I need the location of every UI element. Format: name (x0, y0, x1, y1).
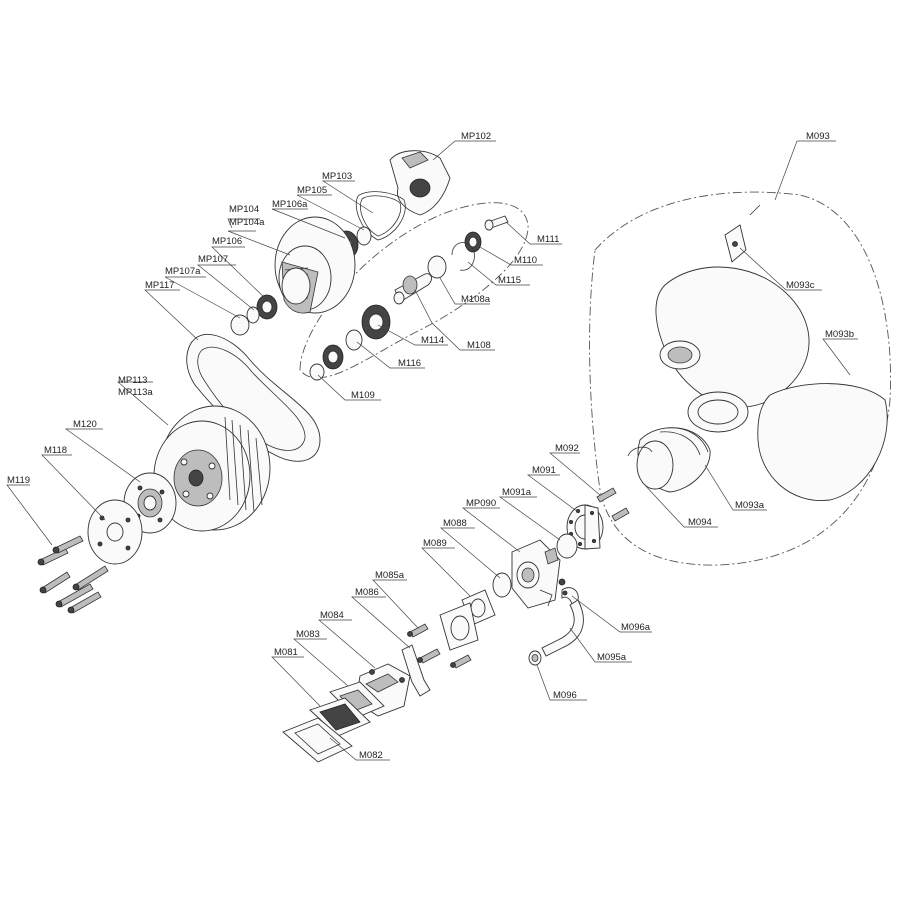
label-m109: M109 (351, 390, 375, 401)
label-m118: M118 (44, 445, 67, 456)
label-m083: M083 (296, 629, 320, 640)
label-mp090: MP090 (466, 498, 496, 509)
washer-mp107 (246, 306, 260, 324)
label-mp106: MP106 (212, 236, 242, 247)
label-m114: M114 (421, 335, 444, 346)
bolts-m085a (407, 623, 472, 669)
washer-m116 (345, 329, 363, 351)
boot-m094 (636, 427, 711, 493)
label-m091: M091 (532, 465, 556, 476)
label-m115: M115 (498, 275, 521, 286)
label-m120: M120 (73, 419, 97, 430)
label-m119: M119 (7, 475, 30, 486)
spring-mp103 (355, 191, 406, 241)
label-m108: M108 (467, 340, 491, 351)
ring-m109 (309, 363, 325, 381)
label-m093: M093 (806, 131, 830, 142)
label-m092: M092 (555, 443, 579, 454)
clutch-shoe-mp102 (389, 150, 451, 216)
pulley-mp113 (153, 405, 271, 532)
label-m096: M096 (553, 690, 577, 701)
bracket-m086 (401, 644, 431, 697)
label-mp105: MP105 (297, 185, 327, 196)
oring-m108a (427, 255, 447, 279)
ring-mp107a (230, 314, 250, 336)
label-m081: M081 (274, 647, 298, 658)
circlip-m115 (451, 242, 475, 271)
label-m091a: M091a (502, 487, 532, 498)
label-mp104: MP104 (229, 204, 259, 215)
disc-m118 (87, 499, 143, 565)
label-m116: M116 (398, 358, 421, 369)
drive-belt-mp117 (186, 333, 321, 462)
leader-lines (6, 140, 858, 761)
label-m111: M111 (537, 234, 559, 245)
label-m084: M084 (320, 610, 344, 621)
gasket-m082 (282, 717, 353, 763)
label-m086: M086 (355, 587, 379, 598)
label-m093b: M093b (825, 329, 854, 340)
cap-m096 (528, 650, 542, 666)
reed-cage-m081 (309, 697, 371, 737)
label-mp113: MP113 (118, 375, 147, 386)
label-mp106a: MP106a (272, 199, 308, 210)
bolt-m111 (484, 215, 509, 231)
bolts-m119 (37, 535, 109, 614)
carburetor-mp090 (511, 539, 566, 609)
clamp-ring (627, 446, 653, 457)
label-m089: M089 (423, 538, 447, 549)
label-mp117: MP117 (145, 280, 174, 291)
part-labels: MP102 MP103 MP105 MP104 MP104a MP106a MP… (7, 131, 854, 761)
label-m108a: M108a (461, 294, 491, 305)
label-mp113a: MP113a (118, 387, 153, 398)
label-mp107a: MP107a (165, 266, 201, 277)
label-m085a: M085a (375, 570, 405, 581)
hose-m095a (541, 599, 584, 657)
bearing-m114 (361, 304, 391, 340)
gasket-m088 (492, 572, 512, 598)
label-m082: M082 (359, 750, 383, 761)
flange-m093a (687, 391, 749, 433)
bearing-m110 (464, 231, 482, 253)
oring-m091a (556, 533, 578, 559)
spacer-m091 (566, 504, 604, 550)
bearing-m116b (322, 344, 344, 370)
label-mp104a: MP104a (229, 217, 265, 228)
clutch-drum-mp104 (274, 216, 356, 314)
label-mp103: MP103 (322, 171, 352, 182)
label-mp107: MP107 (198, 254, 228, 265)
insulator-m089 (439, 589, 496, 651)
intake-group-outline (589, 191, 891, 566)
label-m110: M110 (514, 255, 537, 266)
label-mp102: MP102 (461, 131, 491, 142)
label-m088: M088 (443, 518, 467, 529)
shaft-m108 (393, 273, 432, 305)
label-m093a: M093a (735, 500, 765, 511)
filter-element (757, 383, 888, 501)
bolt-m092 (596, 487, 630, 522)
label-m095a: M095a (597, 652, 627, 663)
washer-mp105 (356, 226, 372, 246)
bracket-m093c (724, 204, 761, 263)
label-m096a: M096a (621, 622, 651, 633)
label-m094: M094 (688, 517, 712, 528)
label-m093c: M093c (786, 280, 815, 291)
